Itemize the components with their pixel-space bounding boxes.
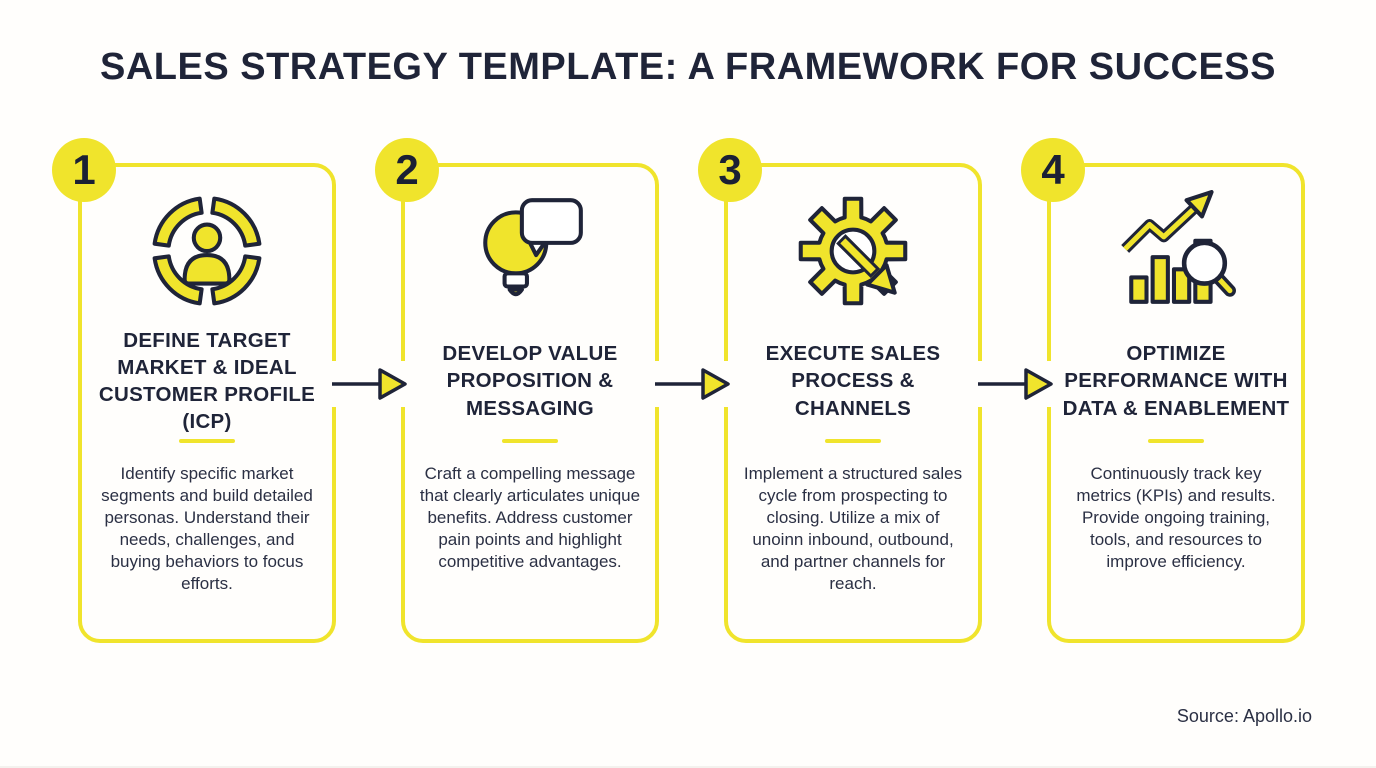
flow-arrow-icon [330,361,408,407]
chart-magnifier-icon [1121,190,1236,304]
step-icon-wrap [469,187,591,315]
title-divider [1148,439,1204,443]
step-title: OPTIMIZE PERFORMANCE WITH DATA & ENABLEM… [1062,342,1290,420]
step-number-badge: 2 [375,138,439,202]
step-icon-wrap [146,187,268,315]
step-description: Implement a structured sales cycle from … [743,464,963,594]
title-divider [502,439,558,443]
step-icon-wrap [792,187,914,315]
source-attribution: Source: Apollo.io [1176,706,1312,726]
step-title: EXECUTE SALES PROCESS & CHANNELS [765,342,941,420]
step-card-3: 3 EXECUTE SALES PROCESS & CHANNELS Imple… [698,138,982,643]
step-description: Craft a compelling message that clearly … [419,464,641,572]
step-description: Identify specific market segments and bu… [101,464,313,594]
lightbulb-message-icon [483,198,583,297]
page-title: SALES STRATEGY TEMPLATE: A FRAMEWORK FOR… [100,46,1276,88]
step-card-4: 4 OPTIMIZE PERFORMANCE [1021,138,1305,643]
step-number-badge: 1 [52,138,116,202]
step-card-1: 1 DEFINE TARGET MARKET & IDEAL CUSTOMER … [52,138,336,643]
step-title: DEVELOP VALUE PROPOSITION & MESSAGING [442,342,618,420]
flow-arrow-icon [976,361,1054,407]
steps-row: 1 DEFINE TARGET MARKET & IDEAL CUSTOMER … [52,138,1305,643]
title-divider [179,439,235,443]
flow-arrow-icon [653,361,731,407]
step-title: DEFINE TARGET MARKET & IDEAL CUSTOMER PR… [98,328,316,434]
gear-arrow-icon [798,196,908,306]
step-number-badge: 3 [698,138,762,202]
step-icon-wrap [1115,187,1237,315]
step-number-badge: 4 [1021,138,1085,202]
target-customer-icon [152,196,262,306]
title-divider [825,439,881,443]
step-description: Continuously track key metrics (KPIs) an… [1076,464,1276,572]
step-card-2: 2 DEVELOP VALUE PROPOSITION & MESSAGING … [375,138,659,643]
bottom-edge-divider [0,766,1376,768]
